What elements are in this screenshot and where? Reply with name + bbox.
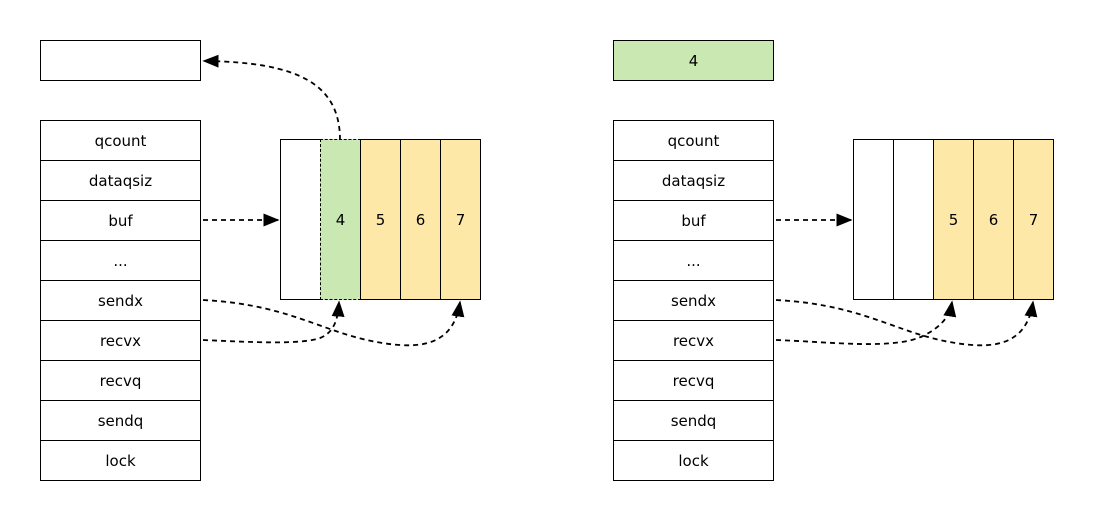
field-label: dataqsiz: [88, 171, 153, 190]
field-label: dataqsiz: [661, 171, 726, 190]
buffer-slot-4: 7: [440, 139, 481, 300]
dequeue-arrow: [202, 54, 341, 141]
field-label: sendq: [670, 411, 717, 430]
field-sendq: sendq: [40, 400, 201, 441]
field-label: recvx: [99, 331, 142, 350]
field-qcount: qcount: [40, 120, 201, 161]
field-label: buf: [108, 211, 133, 230]
field-buf: buf: [613, 200, 774, 241]
field-label: lock: [105, 451, 136, 470]
field-sendx: sendx: [613, 280, 774, 321]
slot-value: 4: [335, 210, 346, 229]
field-recvx: recvx: [40, 320, 201, 361]
field-label: ...: [113, 251, 128, 270]
field-label: sendq: [97, 411, 144, 430]
received-value-box: [40, 40, 201, 81]
field-dataqsiz: dataqsiz: [40, 160, 201, 201]
field-label: sendx: [98, 291, 143, 310]
field-recvq: recvq: [40, 360, 201, 401]
field-lock: lock: [40, 440, 201, 481]
slot-value: 7: [1028, 210, 1039, 229]
received-value-box: 4: [613, 40, 774, 81]
buffer-slot-3: 6: [400, 139, 441, 300]
field-label: qcount: [94, 131, 147, 150]
field-sendx: sendx: [40, 280, 201, 321]
slot-value: 5: [948, 210, 959, 229]
field-label: sendx: [671, 291, 716, 310]
slot-value: 7: [455, 210, 466, 229]
field-dataqsiz: dataqsiz: [613, 160, 774, 201]
left-arrows: [202, 54, 465, 347]
field-label: lock: [678, 451, 709, 470]
slot-value: 6: [415, 210, 426, 229]
left-panel: qcount dataqsiz buf ... sendx recvx recv…: [0, 0, 546, 520]
field-label: recvq: [99, 371, 142, 390]
buffer-slot-3: 6: [973, 139, 1014, 300]
right-panel: 4 qcount dataqsiz buf ... sendx recvx re…: [573, 0, 1093, 520]
buffer-slot-1: 4: [320, 139, 361, 300]
right-arrows: [775, 213, 1038, 347]
recvx-arrow: [202, 300, 345, 344]
buffer-slot-0: [853, 139, 894, 300]
recvx-arrow: [775, 300, 957, 345]
field-lock: lock: [613, 440, 774, 481]
field-label: recvq: [672, 371, 715, 390]
field-label: qcount: [667, 131, 720, 150]
buffer-slot-0: [280, 139, 321, 300]
sendx-arrow: [775, 299, 1038, 347]
field-recvx: recvx: [613, 320, 774, 361]
slot-value: 5: [375, 210, 386, 229]
field-label: ...: [686, 251, 701, 270]
buffer-slot-4: 7: [1013, 139, 1054, 300]
sendx-arrow: [202, 299, 465, 347]
field-label: buf: [681, 211, 706, 230]
field-recvq: recvq: [613, 360, 774, 401]
buffer-slot-2: 5: [360, 139, 401, 300]
received-value-label: 4: [688, 51, 699, 70]
field-label: recvx: [672, 331, 715, 350]
slot-value: 6: [988, 210, 999, 229]
